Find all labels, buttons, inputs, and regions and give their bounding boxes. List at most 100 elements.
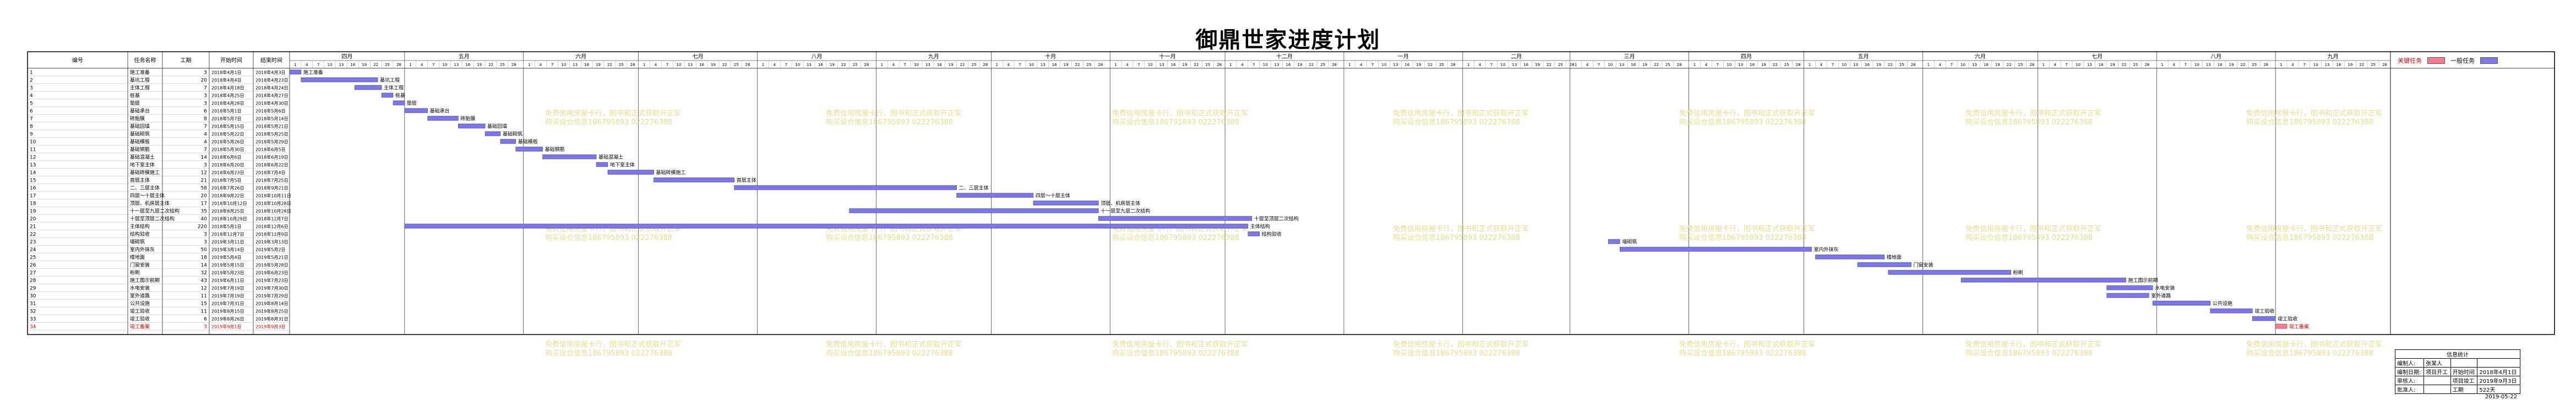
task-duration: 3 — [204, 325, 207, 330]
day-label: 4 — [1586, 63, 1589, 67]
task-name: 楼地面 — [130, 254, 145, 261]
task-name: 结构验收 — [130, 231, 150, 238]
day-label: 13 — [454, 63, 459, 67]
task-id: 34 — [30, 325, 36, 330]
watermark-line: 购买设合信息186795893 022276388 — [1112, 233, 1239, 242]
day-label: 25 — [2371, 63, 2376, 67]
month-label: 一月 — [1398, 53, 1409, 60]
task-id: 11 — [30, 147, 36, 153]
task-bar-label: 竣工备案 — [2289, 324, 2309, 330]
day-label: 1 — [1114, 63, 1117, 67]
legend-normal-swatch — [2480, 57, 2498, 64]
day-label: 28 — [2263, 63, 2268, 67]
task-name: 地下室主体 — [130, 162, 155, 168]
task-id: 21 — [30, 224, 36, 230]
task-duration: 15 — [201, 302, 207, 307]
day-label: 22 — [1773, 63, 1778, 67]
day-label: 19 — [1642, 63, 1647, 67]
task-duration: 3 — [204, 163, 207, 168]
day-label: 25 — [853, 63, 858, 67]
watermark-line: 免费信用房屋卡行，图书和正式获取开正军 — [2246, 340, 2382, 349]
day-label: 10 — [1029, 63, 1034, 67]
watermark-line: 免费信用房屋卡行，图书和正式获取开正军 — [1965, 109, 2101, 118]
day-label: 25 — [2252, 63, 2257, 67]
task-bar — [500, 139, 516, 144]
task-id: 31 — [30, 302, 36, 307]
task-start: 2018年4月18日 — [211, 85, 244, 91]
day-label: 7 — [903, 63, 906, 67]
day-label: 13 — [688, 63, 693, 67]
task-bar — [2275, 324, 2288, 329]
task-id: 6 — [30, 109, 33, 114]
task-name: 门窗安装 — [130, 262, 150, 269]
task-bar-label: 二、三层主体 — [959, 185, 989, 191]
month-label: 三月 — [1624, 53, 1635, 60]
day-label: 10 — [328, 63, 333, 67]
info-key: 开始时间 — [2450, 367, 2478, 376]
day-label: 19 — [1876, 63, 1881, 67]
watermark-line: 免费信用房屋卡行，图书和正式获取开正军 — [1965, 224, 2101, 233]
task-start: 2019年6月11日 — [211, 278, 244, 283]
day-label: 28 — [1911, 63, 1916, 67]
day-label: 19 — [1995, 63, 2000, 67]
task-name: 基坑工程 — [130, 77, 150, 84]
day-label: 25 — [1784, 63, 1789, 67]
month-label: 八月 — [2210, 53, 2221, 60]
task-name: 室外道路 — [130, 293, 150, 299]
task-id: 17 — [30, 194, 36, 199]
watermark-line: 免费信用房屋卡行，图书和正式获取开正军 — [1679, 109, 1815, 118]
task-name: 基础模板 — [130, 139, 150, 145]
task-name: 主体结构 — [130, 223, 150, 230]
task-name: 粉刷 — [130, 270, 140, 276]
day-label: 25 — [619, 63, 624, 67]
watermark-line: 购买设合信息186795893 022276388 — [826, 118, 953, 127]
task-end: 2018年10月28日 — [255, 209, 291, 214]
day-label: 28 — [2382, 63, 2387, 67]
month-label: 七月 — [2092, 53, 2103, 60]
day-label: 28 — [1098, 63, 1103, 67]
task-name: 公共设施 — [130, 300, 150, 307]
task-end: 2018年12月6日 — [255, 224, 288, 229]
day-label: 10 — [1263, 63, 1268, 67]
day-label: 22 — [1309, 63, 1314, 67]
watermark-line: 购买设合信息186795893 022276388 — [545, 349, 672, 358]
watermark-line: 免费信用房屋卡行，图书和正式获取开正军 — [1112, 109, 1248, 118]
task-end: 2018年5月14日 — [255, 116, 288, 122]
day-label: 22 — [607, 63, 612, 67]
task-end: 2018年12月7日 — [255, 216, 288, 222]
day-label: 28 — [1677, 63, 1682, 67]
task-bar-label: 室外道路 — [2151, 293, 2171, 299]
task-start: 2018年4月28日 — [211, 101, 244, 106]
day-label: 7 — [785, 63, 787, 67]
task-duration: 17 — [201, 201, 207, 207]
day-label: 10 — [443, 63, 448, 67]
task-bar-label: 桩基 — [395, 92, 405, 99]
task-bar — [956, 193, 1034, 198]
task-duration: 4 — [204, 132, 207, 138]
task-start: 2019年7月19日 — [211, 293, 244, 299]
task-duration: 40 — [201, 217, 208, 222]
task-duration: 7 — [204, 86, 207, 91]
task-end: 2019年8月14日 — [255, 301, 288, 306]
day-label: 10 — [1500, 63, 1505, 67]
day-label: 19 — [830, 63, 835, 67]
task-duration: 6 — [204, 317, 207, 322]
watermark-line: 购买设合信息186795893 022276388 — [1965, 233, 2093, 242]
day-label: 4 — [421, 63, 423, 67]
day-label: 28 — [864, 63, 869, 67]
watermark-line: 免费信用房屋卡行，图书和正式获取开正军 — [545, 109, 681, 118]
task-bar-label: 基坑工程 — [380, 77, 400, 84]
task-duration: 3 — [204, 101, 207, 107]
watermark-line: 免费信用房屋卡行，图书和正式获取开正军 — [1393, 340, 1529, 349]
day-label: 22 — [2240, 63, 2245, 67]
day-label: 7 — [1019, 63, 1021, 67]
month-label: 八月 — [811, 53, 822, 60]
day-label: 28 — [1570, 63, 1575, 67]
day-label: 10 — [795, 63, 800, 67]
task-start: 2018年7月26日 — [211, 185, 244, 191]
task-duration: 220 — [198, 224, 207, 230]
task-name: 施工准备 — [130, 69, 150, 76]
day-label: 1 — [1467, 63, 1469, 67]
task-bar — [355, 85, 382, 90]
